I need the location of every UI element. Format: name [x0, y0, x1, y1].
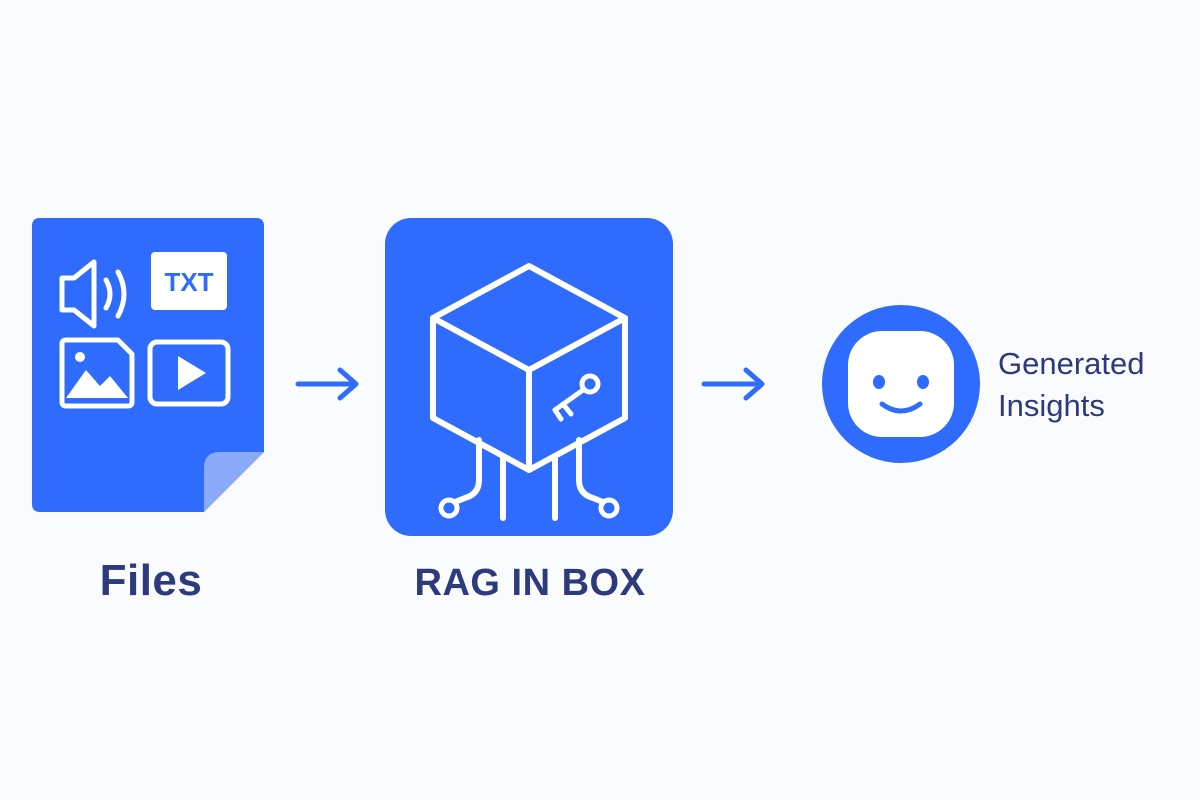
arrow-files-to-rag [294, 364, 364, 404]
txt-badge-icon: TXT [151, 252, 227, 310]
document-icon: TXT [32, 218, 264, 512]
speaker-icon [59, 259, 127, 329]
circuit-icon [452, 437, 606, 521]
key-icon [552, 373, 601, 422]
smiley-icon [822, 305, 980, 463]
arrow-right-icon [701, 367, 765, 401]
insights-label-line2: Insights [998, 388, 1105, 423]
rag-label: RAG IN BOX [414, 562, 646, 604]
arrow-right-icon [295, 367, 359, 401]
rag-box [385, 218, 673, 536]
svg-text:TXT: TXT [164, 267, 213, 297]
play-icon [147, 339, 231, 407]
image-icon [59, 337, 135, 409]
files-document: TXT [32, 218, 264, 512]
insights-label: Generated Insights [998, 343, 1194, 427]
insights-label-line1: Generated [998, 346, 1145, 381]
page-fold [204, 452, 264, 512]
cube-icon [430, 263, 628, 521]
files-label: Files [99, 556, 203, 605]
arrow-rag-to-insights [700, 364, 770, 404]
bot-avatar [822, 305, 980, 463]
